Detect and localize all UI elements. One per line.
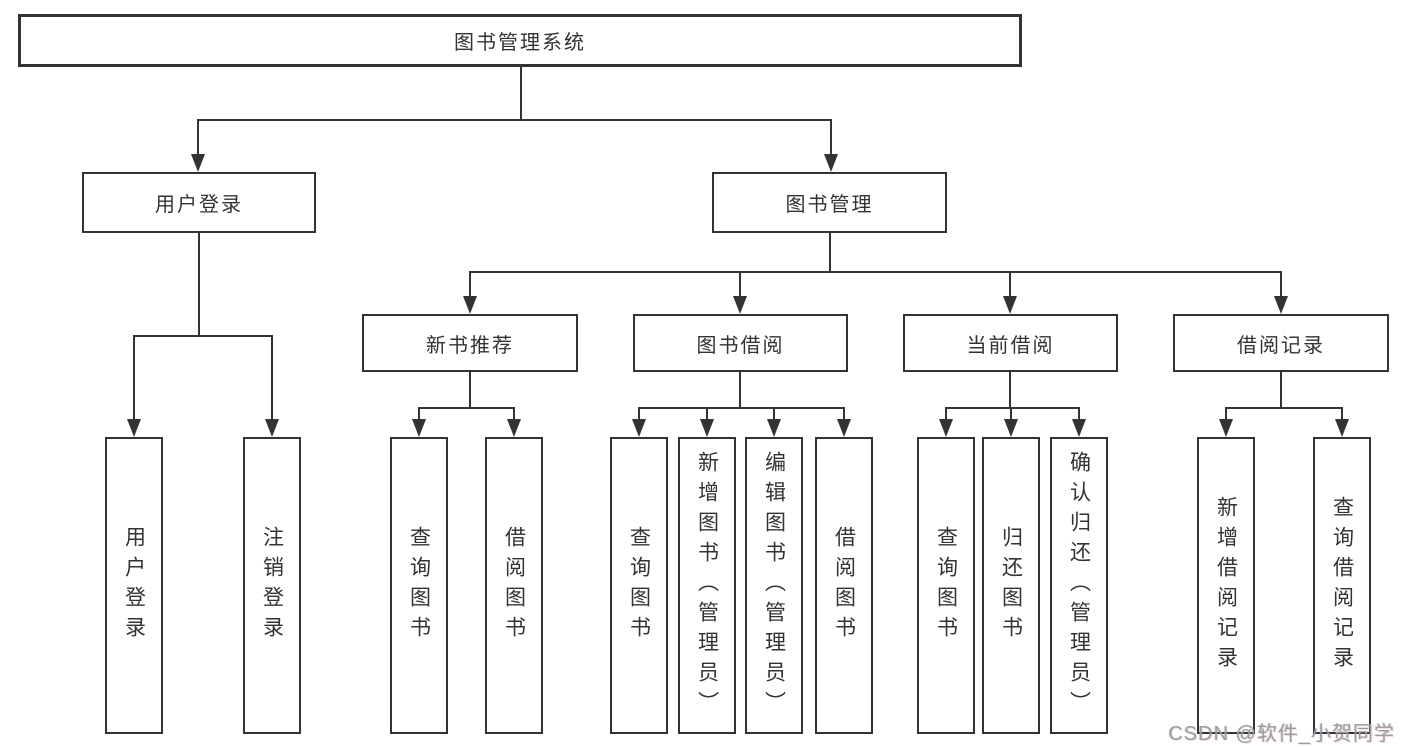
node-user-login: 用户登录 bbox=[82, 172, 316, 233]
leaf-return-books: 归还图书 bbox=[982, 437, 1040, 734]
leaf-confirm-return-admin-label: 确认归还（管理员） bbox=[1067, 450, 1091, 721]
node-root-label: 图书管理系统 bbox=[454, 32, 586, 54]
arrowhead-icon bbox=[632, 419, 851, 437]
connector-book-mgmt-to-level3 bbox=[469, 233, 1282, 298]
leaf-logout: 注销登录 bbox=[243, 437, 301, 734]
arrowhead-icon bbox=[191, 154, 838, 172]
node-borrow-records: 借阅记录 bbox=[1173, 314, 1389, 372]
leaf-user-login: 用户登录 bbox=[105, 437, 163, 734]
leaf-query-books-borrow: 查询图书 bbox=[610, 437, 668, 734]
leaf-query-books-current-label: 查询图书 bbox=[934, 525, 958, 646]
leaf-add-borrow-record-label: 新增借阅记录 bbox=[1214, 495, 1238, 676]
node-user-login-label: 用户登录 bbox=[155, 194, 243, 216]
node-book-mgmt-label: 图书管理 bbox=[785, 194, 874, 216]
node-root: 图书管理系统 bbox=[18, 14, 1022, 67]
node-current-borrow-label: 当前借阅 bbox=[966, 334, 1055, 357]
connector-user-login-to-leaves bbox=[133, 233, 273, 421]
leaf-add-borrow-record: 新增借阅记录 bbox=[1197, 437, 1255, 734]
leaf-query-books-recommend-label: 查询图书 bbox=[407, 525, 431, 646]
node-book-borrow: 图书借阅 bbox=[633, 314, 848, 372]
leaf-borrow-books-recommend: 借阅图书 bbox=[485, 437, 543, 734]
watermark: CSDN @软件_小贺同学 bbox=[1168, 723, 1395, 745]
node-current-borrow: 当前借阅 bbox=[903, 314, 1118, 372]
connector-borrow-to-leaves bbox=[638, 372, 845, 421]
leaf-edit-book-admin: 编辑图书（管理员） bbox=[745, 437, 803, 734]
leaf-query-borrow-record-label: 查询借阅记录 bbox=[1330, 495, 1354, 676]
node-book-borrow-label: 图书借阅 bbox=[696, 334, 785, 357]
leaf-add-book-admin: 新增图书（管理员） bbox=[678, 437, 736, 734]
leaf-return-books-label: 归还图书 bbox=[999, 525, 1023, 646]
arrowhead-icon bbox=[1219, 419, 1349, 437]
leaf-borrow-books: 借阅图书 bbox=[815, 437, 873, 734]
node-borrow-records-label: 借阅记录 bbox=[1237, 334, 1325, 357]
leaf-user-login-label: 用户登录 bbox=[122, 525, 146, 646]
leaf-query-books-borrow-label: 查询图书 bbox=[627, 525, 651, 646]
node-new-book-recommend-label: 新书推荐 bbox=[426, 334, 514, 357]
arrowhead-icon bbox=[127, 419, 279, 437]
arrowhead-icon bbox=[412, 419, 521, 437]
connector-records-to-leaves bbox=[1225, 372, 1343, 421]
leaf-confirm-return-admin: 确认归还（管理员） bbox=[1050, 437, 1108, 734]
arrowhead-icon bbox=[463, 296, 1288, 314]
leaf-logout-label: 注销登录 bbox=[260, 525, 284, 646]
arrowhead-icon bbox=[939, 419, 1086, 437]
leaf-query-books-current: 查询图书 bbox=[917, 437, 975, 734]
leaf-borrow-books-label: 借阅图书 bbox=[832, 525, 856, 646]
leaf-edit-book-admin-label: 编辑图书（管理员） bbox=[762, 450, 786, 721]
leaf-query-books-recommend: 查询图书 bbox=[390, 437, 448, 734]
node-book-mgmt: 图书管理 bbox=[712, 172, 947, 233]
leaf-add-book-admin-label: 新增图书（管理员） bbox=[695, 450, 719, 721]
connector-root-to-level2 bbox=[197, 67, 832, 156]
connector-recommend-to-leaves bbox=[418, 372, 515, 421]
leaf-query-borrow-record: 查询借阅记录 bbox=[1313, 437, 1371, 734]
connector-current-to-leaves bbox=[945, 372, 1080, 421]
leaf-borrow-books-recommend-label: 借阅图书 bbox=[502, 525, 526, 646]
node-new-book-recommend: 新书推荐 bbox=[362, 314, 578, 372]
